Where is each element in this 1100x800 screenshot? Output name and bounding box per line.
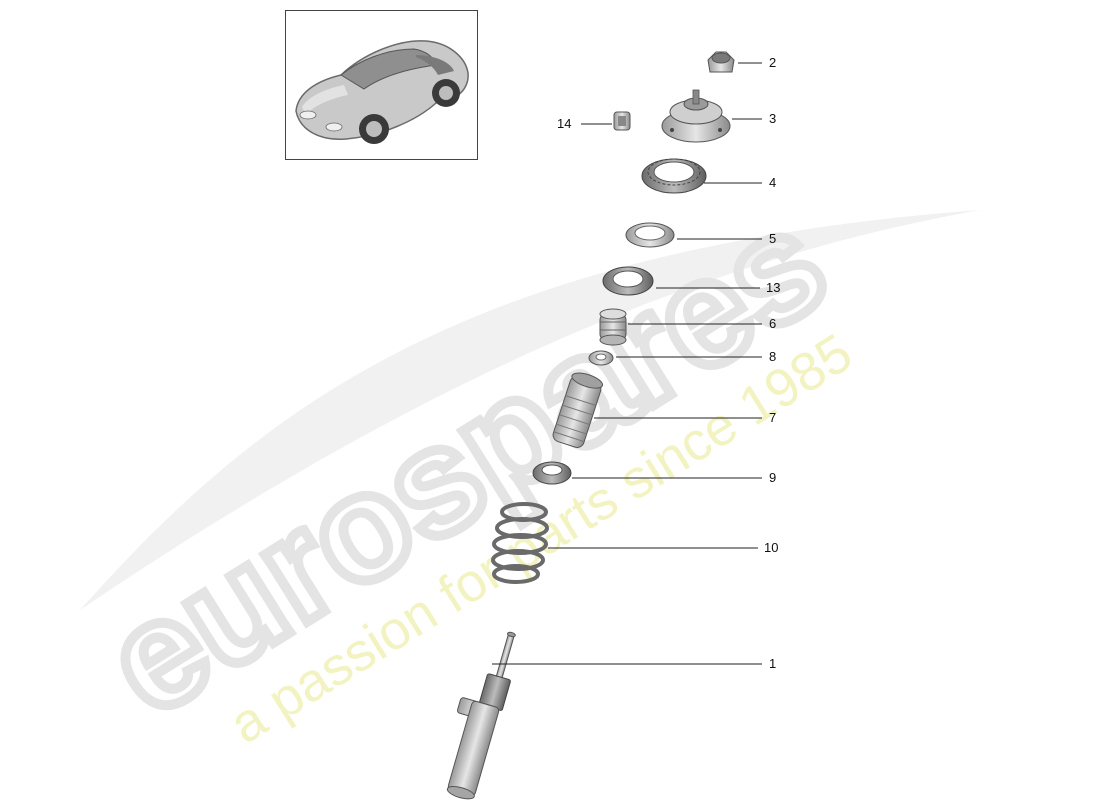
callout-10: 10 [764,540,779,555]
callout-6: 6 [769,316,777,331]
support-bearing-icon [641,158,707,194]
callout-9: 9 [769,470,777,485]
callout-4: 4 [769,175,777,190]
car-coupe-icon [295,40,469,144]
washer-icon [588,350,614,366]
clip-icon [613,111,631,131]
spacer-ring-icon [625,222,675,248]
callout-5: 5 [769,231,777,246]
callout-2: 2 [769,55,777,70]
shock-absorber-icon [446,631,516,800]
callout-1: 1 [769,656,777,671]
protective-boot-icon [552,372,604,448]
vehicle-thumbnail [285,10,478,160]
spring-seat-ring-icon [602,266,654,296]
top-nut-icon [707,51,735,73]
callout-7: 7 [769,410,777,425]
callout-13: 13 [766,280,781,295]
strut-top-mount-icon [661,89,731,143]
coil-spring-icon [491,502,549,584]
lower-spring-pad-icon [532,461,572,485]
callout-14: 14 [557,116,572,131]
callout-3: 3 [769,111,777,126]
bump-stop-icon [599,308,627,346]
callout-8: 8 [769,349,777,364]
